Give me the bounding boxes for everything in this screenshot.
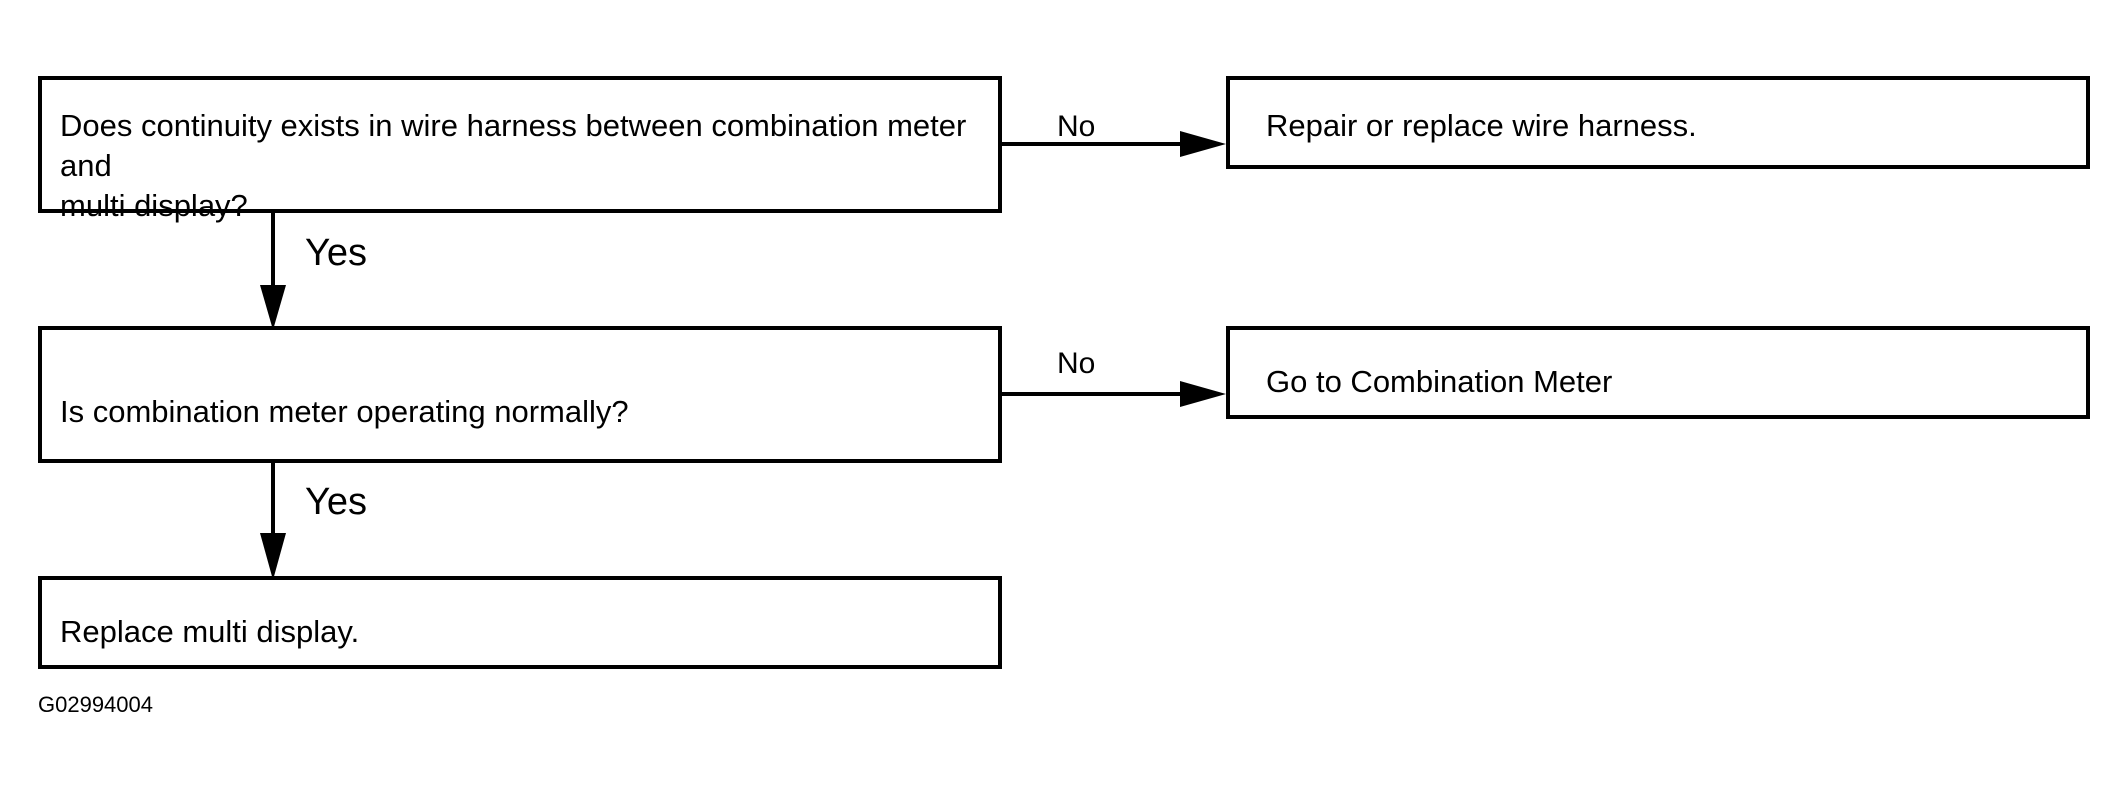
arrow-step2-yes [260, 462, 286, 580]
step2-no-label: No [1057, 347, 1096, 380]
step2-no-action-box: Go to Combination Meter [1226, 326, 2090, 419]
step2-no-action-text: Go to Combination Meter [1266, 364, 1613, 399]
arrow-step1-no [1002, 131, 1226, 157]
step1-question-box: Does continuity exists in wire harness b… [38, 76, 1002, 223]
arrow-step2-no [1002, 381, 1226, 407]
step3-action-text: Replace multi display. [60, 614, 360, 649]
step3-action-box: Replace multi display. [38, 576, 1002, 669]
step2-yes-label: Yes [305, 481, 367, 523]
step1-no-label: No [1057, 110, 1096, 143]
step2-question-box: Is combination meter operating normally? [38, 326, 1002, 463]
step1-yes-label: Yes [305, 232, 367, 274]
step1-no-action-text: Repair or replace wire harness. [1266, 108, 1697, 143]
arrow-step1-yes [260, 213, 286, 330]
step1-no-action-box: Repair or replace wire harness. [1226, 76, 2090, 169]
step2-question-text: Is combination meter operating normally? [60, 394, 629, 429]
step1-question-text: Does continuity exists in wire harness b… [60, 108, 967, 223]
figure-id: G02994004 [38, 692, 153, 717]
